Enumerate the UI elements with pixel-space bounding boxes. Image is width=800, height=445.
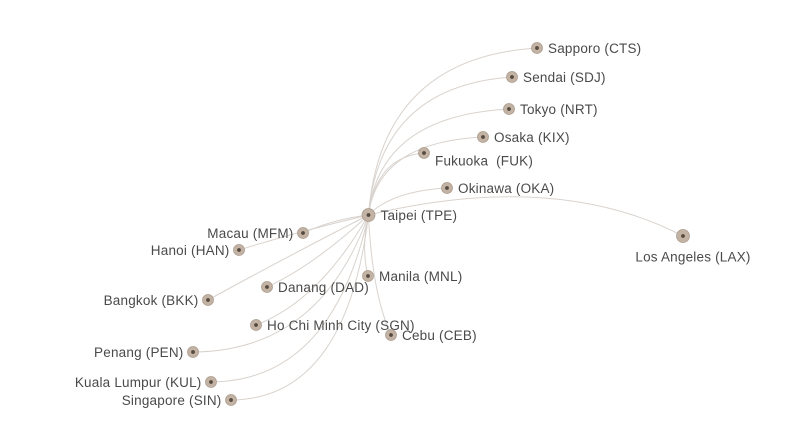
node-bangkok-bkk[interactable]: Bangkok (BKK): [104, 293, 214, 308]
route-line-los-angeles-lax: [368, 196, 684, 237]
route-line-penang-pen: [192, 214, 369, 353]
node-label-ho-chi-minh-city-sgn: Ho Chi Minh City (SGN): [267, 318, 415, 333]
route-line-ho-chi-minh-city-sgn: [255, 214, 369, 326]
node-macau-mfm[interactable]: Macau (MFM): [207, 226, 309, 241]
node-label-taipei-tpe: Taipei (TPE): [381, 208, 458, 223]
airport-dot-core-icon: [191, 350, 195, 354]
node-label-los-angeles-lax: Los Angeles (LAX): [635, 250, 750, 265]
node-tokyo-nrt[interactable]: Tokyo (NRT): [503, 102, 598, 117]
route-line-bangkok-bkk: [207, 214, 369, 301]
node-singapore-sin[interactable]: Singapore (SIN): [122, 393, 237, 408]
node-label-kuala-lumpur-kul: Kuala Lumpur (KUL): [75, 375, 202, 390]
airport-dot-core-icon: [481, 135, 485, 139]
airport-dot-core-icon: [209, 380, 213, 384]
node-los-angeles-lax[interactable]: Los Angeles (LAX): [635, 229, 750, 265]
airport-dot-core-icon: [445, 186, 449, 190]
node-label-bangkok-bkk: Bangkok (BKK): [104, 293, 199, 308]
route-line-cebu-ceb: [368, 214, 392, 336]
airport-dot-core-icon: [237, 248, 241, 252]
airport-dot-core-icon: [301, 231, 305, 235]
node-hanoi-han[interactable]: Hanoi (HAN): [151, 243, 245, 258]
airport-dot-core-icon: [681, 234, 685, 238]
airport-dot-core-icon: [535, 46, 539, 50]
node-label-penang-pen: Penang (PEN): [94, 345, 183, 360]
node-danang-dad[interactable]: Danang (DAD): [261, 280, 369, 295]
node-label-macau-mfm: Macau (MFM): [207, 226, 293, 241]
node-kuala-lumpur-kul[interactable]: Kuala Lumpur (KUL): [75, 375, 217, 390]
node-okinawa-oka[interactable]: Okinawa (OKA): [441, 181, 555, 196]
node-cebu-ceb[interactable]: Cebu (CEB): [385, 328, 477, 343]
airport-dot-core-icon: [507, 107, 511, 111]
route-line-kuala-lumpur-kul: [210, 214, 369, 383]
airport-dot-core-icon: [510, 75, 514, 79]
node-sapporo-cts[interactable]: Sapporo (CTS): [531, 41, 642, 56]
node-label-okinawa-oka: Okinawa (OKA): [458, 181, 554, 196]
node-fukuoka-fuk[interactable]: Fukuoka (FUK): [418, 147, 534, 169]
node-label-hanoi-han: Hanoi (HAN): [151, 243, 230, 258]
node-label-sendai-sdj: Sendai (SDJ): [523, 70, 606, 85]
route-line-tokyo-nrt: [368, 108, 510, 216]
node-label-cebu-ceb: Cebu (CEB): [402, 328, 477, 343]
airport-dot-core-icon: [206, 298, 210, 302]
route-line-singapore-sin: [230, 214, 369, 401]
node-label-sapporo-cts: Sapporo (CTS): [548, 41, 641, 56]
node-manila-mnl[interactable]: Manila (MNL): [362, 269, 463, 284]
node-ho-chi-minh-city-sgn[interactable]: Ho Chi Minh City (SGN): [250, 318, 415, 333]
airport-dot-core-icon: [265, 285, 269, 289]
node-taipei-tpe[interactable]: Taipei (TPE): [361, 208, 458, 223]
node-label-manila-mnl: Manila (MNL): [379, 269, 462, 284]
route-line-sendai-sdj: [368, 76, 513, 216]
route-line-sapporo-cts: [368, 47, 538, 216]
airport-dot-core-icon: [366, 213, 371, 217]
node-label-tokyo-nrt: Tokyo (NRT): [520, 102, 598, 117]
node-label-danang-dad: Danang (DAD): [278, 280, 369, 295]
route-line-fukuoka-fuk: [368, 152, 425, 216]
airport-dot-core-icon: [366, 274, 370, 278]
airport-dot-core-icon: [229, 398, 233, 402]
route-line-danang-dad: [266, 214, 369, 288]
node-label-fukuoka-fuk: Fukuoka (FUK): [435, 154, 533, 169]
node-label-singapore-sin: Singapore (SIN): [122, 393, 222, 408]
node-label-osaka-kix: Osaka (KIX): [494, 130, 570, 145]
node-osaka-kix[interactable]: Osaka (KIX): [477, 130, 570, 145]
airport-dot-core-icon: [254, 323, 258, 327]
node-penang-pen[interactable]: Penang (PEN): [94, 345, 199, 360]
airport-dot-core-icon: [389, 333, 393, 337]
node-sendai-sdj[interactable]: Sendai (SDJ): [506, 70, 606, 85]
airport-dot-core-icon: [422, 151, 426, 155]
